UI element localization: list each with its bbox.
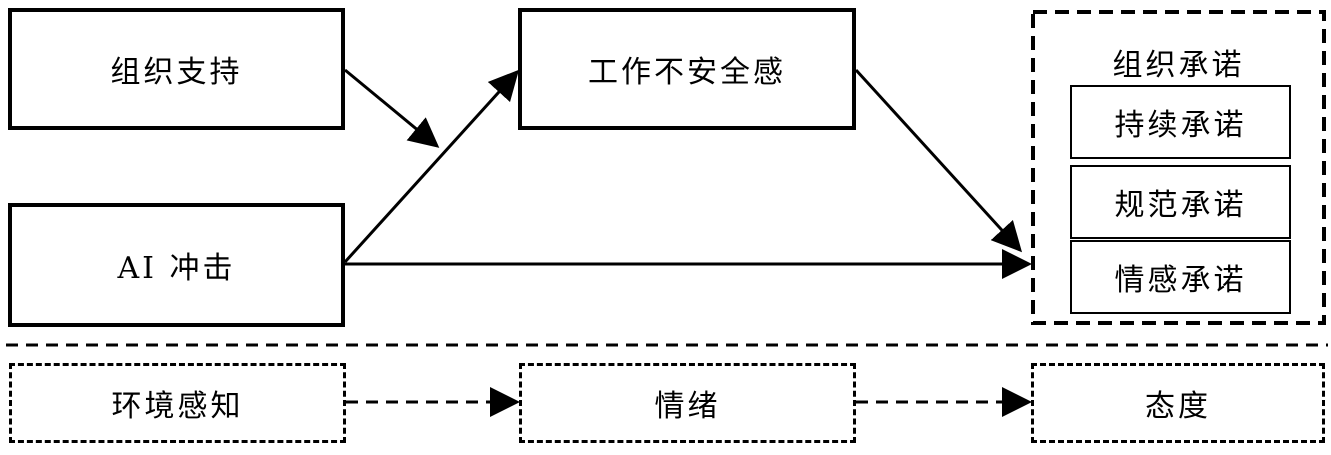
job-insecurity-label: 工作不安全感 — [588, 55, 786, 90]
continuance-commitment-box: 持续承诺 — [1070, 85, 1291, 159]
environment-perception-box: 环境感知 — [9, 363, 346, 443]
organizational-commitment-group: 组织承诺 — [1031, 10, 1326, 325]
ai-shock-label: AI 冲击 — [117, 251, 236, 286]
arrow-ai-to-insecurity — [343, 69, 520, 264]
attitude-label: 态度 — [1145, 389, 1211, 424]
organizational-support-label: 组织支持 — [110, 55, 243, 90]
affective-commitment-box: 情感承诺 — [1070, 240, 1291, 314]
arrow-insecurity-to-commitment — [854, 68, 1023, 253]
ai-shock-box: AI 冲击 — [8, 203, 345, 327]
arrow-support-to-path — [344, 68, 440, 148]
environment-perception-label: 环境感知 — [111, 389, 244, 424]
emotion-box: 情绪 — [519, 363, 856, 443]
continuance-commitment-label: 持续承诺 — [1114, 108, 1247, 143]
normative-commitment-label: 规范承诺 — [1114, 188, 1247, 223]
normative-commitment-box: 规范承诺 — [1070, 165, 1291, 239]
attitude-box: 态度 — [1031, 363, 1325, 443]
affective-commitment-label: 情感承诺 — [1114, 263, 1247, 298]
job-insecurity-box: 工作不安全感 — [518, 8, 856, 130]
organizational-support-box: 组织支持 — [8, 8, 345, 130]
commitment-group-border — [1031, 10, 1326, 325]
organizational-commitment-title: 组织承诺 — [1112, 48, 1245, 83]
emotion-label: 情绪 — [654, 389, 721, 424]
